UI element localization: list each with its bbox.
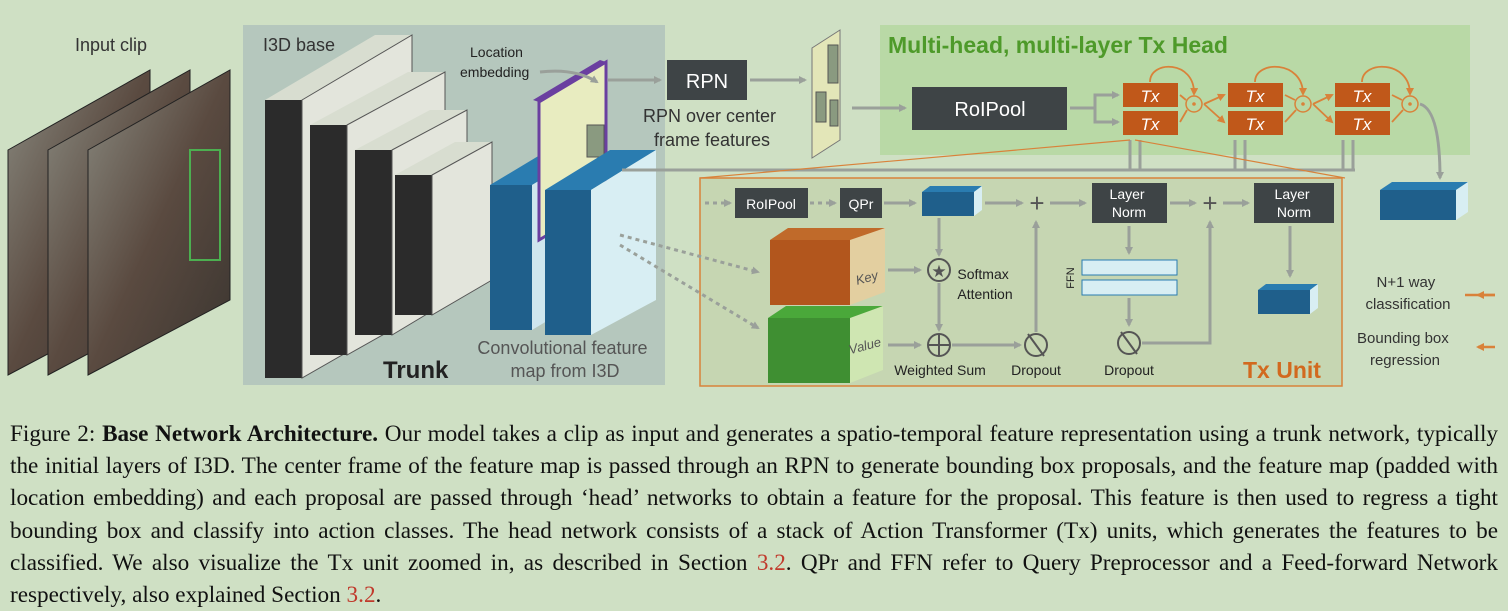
head-roipool-label: RoIPool <box>954 99 1025 121</box>
svg-text:Key: Key <box>854 267 881 288</box>
trunk-label: Trunk <box>383 357 449 384</box>
tx-head-title: Multi-head, multi-layer Tx Head <box>888 32 1228 58</box>
i3d-base-label: I3D base <box>263 35 335 55</box>
svg-text:Tx: Tx <box>1246 87 1265 106</box>
ffn-layer-1 <box>1081 259 1178 276</box>
head-roipool-box <box>912 87 1067 130</box>
key-block: Key <box>770 228 885 305</box>
tx-stack-1: Tx Tx <box>1123 65 1226 135</box>
svg-text:Tx: Tx <box>1246 115 1265 134</box>
location-embedding-label: Location embedding <box>460 44 529 80</box>
layer-norm-box-2 <box>1254 183 1334 223</box>
tx-stack-2: Tx Tx <box>1228 65 1334 135</box>
input-clip-frames <box>7 69 231 376</box>
figure-caption: Figure 2: Base Network Architecture. Our… <box>10 421 1499 609</box>
query-vector <box>922 186 982 216</box>
svg-text:Layer Norm: Layer Norm <box>1110 186 1149 220</box>
bbox-label: Bounding box regression <box>1357 330 1453 369</box>
softmax-label: Softmax Attention <box>957 266 1012 302</box>
feature-map <box>490 59 656 335</box>
output-vector <box>1258 284 1318 314</box>
svg-text:QPr: QPr <box>849 196 874 212</box>
ffn-layer-2 <box>1081 279 1178 296</box>
svg-text:RoIPool: RoIPool <box>746 196 796 212</box>
caption-title: Base Network Architecture. <box>102 421 379 447</box>
architecture-diagram: Input clip I3D base Trunk Locati <box>7 25 1495 387</box>
ffn-label: FFN <box>1065 267 1077 288</box>
svg-text:Dropout: Dropout <box>1011 362 1061 378</box>
svg-text:Tx: Tx <box>1353 115 1372 134</box>
unit-roipool-box <box>735 188 808 218</box>
classification-label: N+1 way classification <box>1365 274 1450 313</box>
svg-text:Dropout: Dropout <box>1104 362 1154 378</box>
head-output-vector <box>1380 182 1468 220</box>
input-clip-label: Input clip <box>75 35 147 55</box>
proposal-frame <box>811 29 841 159</box>
dropout-icon-2 <box>1117 331 1141 355</box>
dropout-icon-1 <box>1024 333 1048 357</box>
svg-text:★: ★ <box>931 262 946 281</box>
svg-text:Tx: Tx <box>1353 87 1372 106</box>
section-ref-link[interactable]: 3.2 <box>756 549 786 576</box>
svg-text:Tx: Tx <box>1141 87 1160 106</box>
svg-text:Tx: Tx <box>1141 115 1160 134</box>
plus-icon: + <box>1202 188 1217 218</box>
section-ref-link[interactable]: 3.2 <box>346 582 376 609</box>
tx-unit-title: Tx Unit <box>1243 357 1321 383</box>
conv-feature-label: Convolutional feature map from I3D <box>477 338 652 381</box>
rpn-box <box>667 60 747 100</box>
layer-norm-box-1 <box>1092 183 1167 223</box>
rpn-label: RPN <box>686 71 728 93</box>
trunk-layers <box>265 34 493 379</box>
qpr-box <box>840 188 882 218</box>
tx-stack-3: Tx Tx <box>1335 65 1419 135</box>
feature-map-connections <box>622 140 1355 172</box>
rpn-description: RPN over center frame features <box>643 106 781 150</box>
weighted-sum-label: Weighted Sum <box>894 362 986 378</box>
plus-icon: + <box>1029 188 1044 218</box>
svg-text:Layer Norm: Layer Norm <box>1275 186 1314 220</box>
value-block: Value <box>768 306 883 383</box>
softmax-icon <box>927 258 951 282</box>
